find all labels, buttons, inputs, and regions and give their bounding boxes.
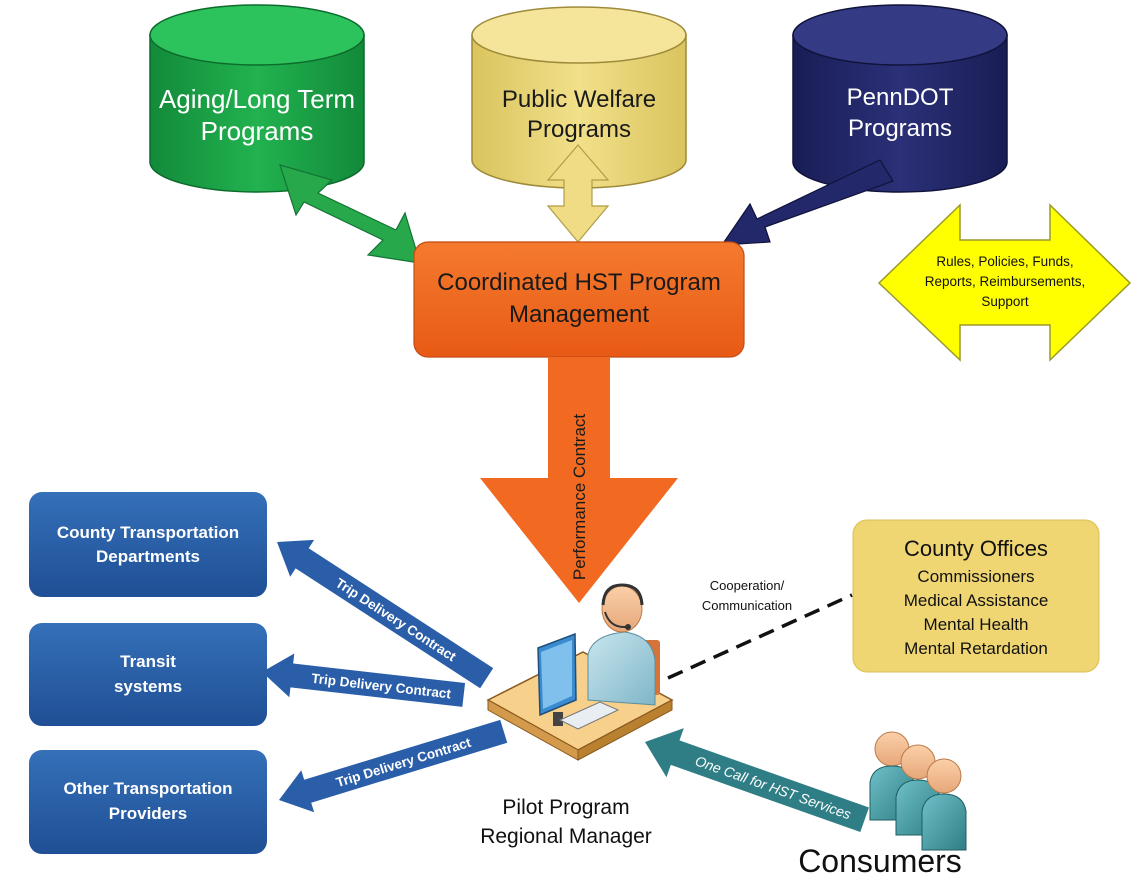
performance-contract-label: Performance Contract (570, 414, 589, 581)
provider-1-line-1: County Transportation (57, 523, 239, 542)
cooperation-label-1: Cooperation/ (710, 578, 785, 593)
county-office-item-2: Medical Assistance (904, 591, 1049, 610)
trip-contract-arrow-2: Trip Delivery Contract (262, 653, 466, 707)
provider-transit-systems: Transit systems (29, 623, 267, 726)
cooperation-dashed-line (667, 593, 853, 680)
welfare-label-2: Programs (527, 116, 631, 143)
penndot-arrow (720, 159, 894, 246)
county-offices-box: County Offices Commissioners Medical Ass… (852, 519, 1100, 673)
provider-3-line-2: Providers (109, 804, 187, 823)
county-offices-title: County Offices (904, 536, 1048, 561)
performance-contract-arrow (480, 357, 678, 603)
consumers-label: Consumers (798, 843, 962, 879)
hst-program-management-box: Coordinated HST Program Management (413, 241, 745, 358)
county-office-item-3: Mental Health (924, 615, 1029, 634)
rules-policies-arrow: Rules, Policies, Funds, Reports, Reimbur… (877, 203, 1132, 362)
provider-2-line-2: systems (114, 677, 182, 696)
penndot-programs-cylinder: PennDOT Programs (792, 4, 1008, 193)
aging-label-1: Aging/Long Term (159, 84, 355, 114)
cooperation-label-2: Communication (702, 598, 792, 613)
rules-label-3: Support (981, 294, 1029, 309)
trip-contract-label-3: Trip Delivery Contract (334, 735, 473, 791)
provider-1-line-2: Departments (96, 547, 200, 566)
trip-contract-label-1: Trip Delivery Contract (333, 575, 459, 664)
welfare-label-1: Public Welfare (502, 86, 656, 113)
hub-label-1: Coordinated HST Program (437, 269, 721, 296)
aging-double-arrow (279, 164, 421, 264)
manager-label-2: Regional Manager (480, 825, 652, 848)
hub-label-2: Management (509, 301, 649, 328)
one-call-label: One Call for HST Services (693, 752, 853, 822)
rules-label-1: Rules, Policies, Funds, (936, 254, 1073, 269)
consumers-icon (869, 731, 967, 851)
provider-county-transportation: County Transportation Departments (29, 492, 267, 597)
provider-2-line-1: Transit (120, 652, 176, 671)
county-office-item-1: Commissioners (917, 567, 1034, 586)
aging-label-2: Programs (201, 116, 314, 146)
aging-programs-cylinder: Aging/Long Term Programs (149, 4, 365, 193)
regional-manager-illustration (486, 583, 674, 761)
one-call-arrow: One Call for HST Services (645, 728, 869, 833)
county-office-item-4: Mental Retardation (904, 639, 1048, 658)
provider-3-line-1: Other Transportation (63, 779, 232, 798)
penndot-label-1: PennDOT (847, 84, 954, 111)
welfare-programs-cylinder: Public Welfare Programs (471, 6, 687, 189)
rules-label-2: Reports, Reimbursements, (925, 274, 1086, 289)
penndot-label-2: Programs (848, 115, 952, 142)
trip-contract-arrow-3: Trip Delivery Contract (279, 719, 508, 813)
provider-other-transportation: Other Transportation Providers (29, 750, 267, 854)
manager-label-1: Pilot Program (502, 796, 629, 819)
